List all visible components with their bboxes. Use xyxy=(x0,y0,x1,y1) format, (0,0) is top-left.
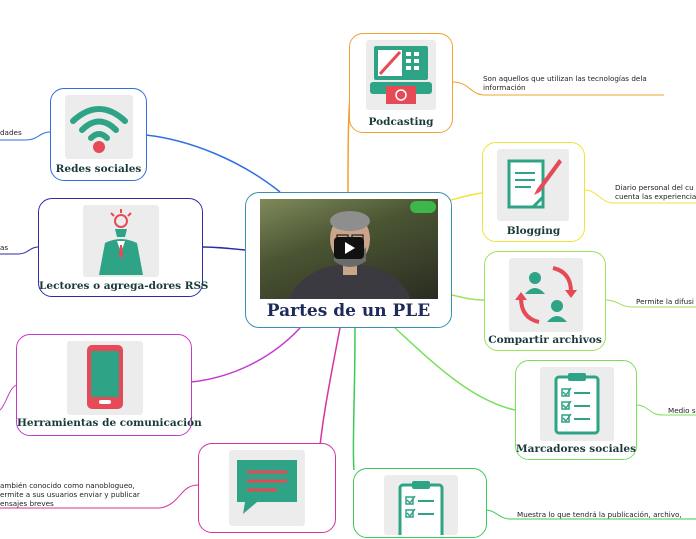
note-lectores: as xyxy=(0,243,9,252)
share-users-icon xyxy=(509,258,583,332)
note-redes: dades xyxy=(0,128,22,137)
atm-media-icon xyxy=(366,40,436,110)
node-lectores-rss[interactable]: Lectores o agrega-dores RSS xyxy=(38,198,209,297)
node-label: Redes sociales xyxy=(55,163,142,175)
node-redes-sociales[interactable]: Redes sociales xyxy=(50,88,147,181)
chat-bubble-icon xyxy=(229,450,305,526)
checklist-icon xyxy=(540,367,614,441)
notepad-pen-icon xyxy=(497,149,569,221)
wifi-icon xyxy=(65,95,133,159)
node-blogging[interactable]: Blogging xyxy=(482,142,585,242)
node-label: Podcasting xyxy=(368,116,434,128)
node-compartir-archivos[interactable]: Compartir archivos xyxy=(484,251,606,351)
node-label: Lectores o agrega-dores RSS xyxy=(39,280,209,292)
node-marcadores-sociales[interactable]: Marcadores sociales xyxy=(515,360,637,460)
video-thumbnail[interactable] xyxy=(260,199,438,299)
note-blogging: Diario personal del cu cuenta las experi… xyxy=(615,183,696,201)
node-herramientas-comunicacion[interactable]: Herramientas de comunicación xyxy=(16,334,202,436)
note-marcadores: Medio s xyxy=(668,406,696,415)
node-label: Marcadores sociales xyxy=(516,443,636,455)
node-label: Herramientas de comunicación xyxy=(17,417,202,429)
user-idea-icon xyxy=(83,205,159,277)
tablet-icon xyxy=(67,341,143,415)
central-topic[interactable]: Partes de un PLE xyxy=(245,192,452,328)
checklist-icon xyxy=(384,475,458,539)
central-topic-title: Partes de un PLE xyxy=(266,301,431,321)
node-label: Blogging xyxy=(506,225,561,237)
play-button-icon[interactable] xyxy=(334,237,364,259)
node-bottom-checklist[interactable] xyxy=(353,468,487,539)
note-microblogging: ambién conocido como nanoblogueo, ermite… xyxy=(0,481,140,508)
note-podcasting: Son aquellos que utilizan las tecnología… xyxy=(483,74,647,92)
node-label: Compartir archivos xyxy=(488,334,602,346)
note-compartir: Permite la difusi xyxy=(636,297,694,306)
connector-lines xyxy=(0,81,696,520)
node-podcasting[interactable]: Podcasting xyxy=(349,33,453,133)
note-bottom: Muestra lo que tendrá la publicación, ar… xyxy=(517,510,682,519)
